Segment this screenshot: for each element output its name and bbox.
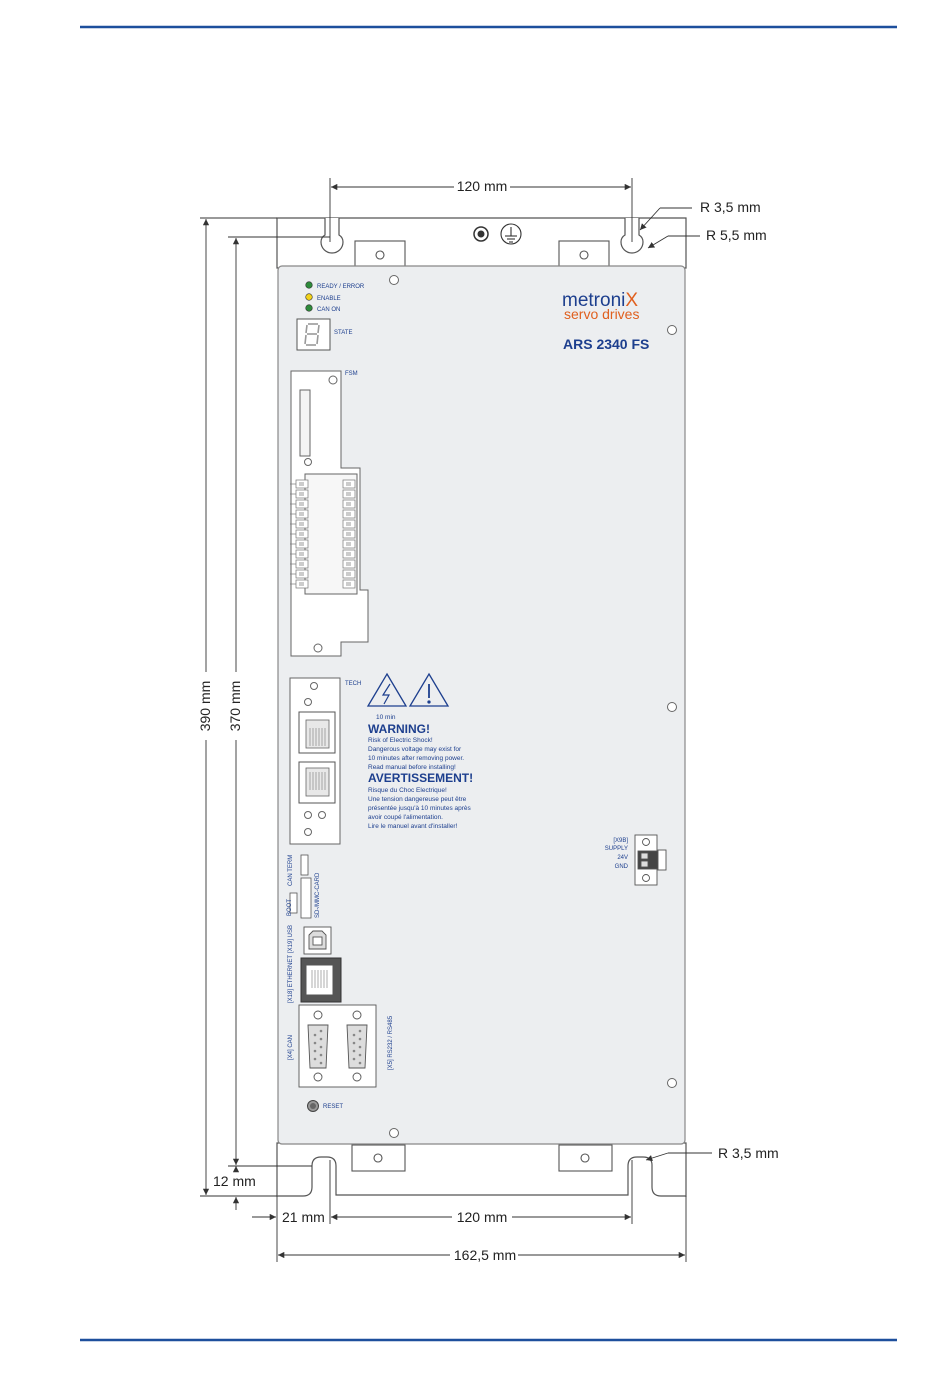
fsm-terminal-screw: [299, 542, 304, 546]
sd-card-label: SD-/MMC-CARD: [315, 872, 321, 918]
fsm-terminal-screw: [299, 552, 304, 556]
dim-height-total: [200, 217, 277, 1197]
warning-timer: 10 min: [376, 714, 396, 721]
keyhole-left: [320, 218, 344, 254]
can-term-label: CAN TERM: [288, 855, 294, 886]
tech-slot: [289, 677, 341, 845]
rs-port-label: [X5] RS232 / RS485: [388, 1015, 394, 1070]
led-can-on: [305, 304, 313, 312]
supply-24v-label: 24V: [617, 855, 628, 861]
boot-label: BOOT: [287, 899, 293, 916]
fsm-terminal-screw: [299, 492, 304, 496]
fsm-terminal-screw: [346, 562, 351, 566]
warning-heading-fr: AVERTISSEMENT!: [368, 771, 473, 785]
reset-label: RESET: [323, 1104, 343, 1110]
state-label: STATE: [334, 330, 352, 336]
warning-line: Dangerous voltage may exist for: [368, 746, 462, 753]
warning-line-fr: Lire le manuel avant d'installer!: [368, 823, 458, 830]
fsm-terminal-screw: [299, 512, 304, 516]
seven-segment-display: [296, 318, 331, 351]
dim-top-width-label: 120 mm: [457, 178, 508, 194]
protective-earth-icon: [500, 223, 522, 245]
dim-radius-top-small-label: R 3,5 mm: [700, 199, 761, 215]
fsm-terminal-block: [290, 479, 356, 589]
fsm-terminal-screw: [346, 532, 351, 536]
supply-port-label: [X9B]: [613, 838, 628, 844]
fsm-terminal-screw: [346, 542, 351, 546]
fsm-terminal-screw: [299, 502, 304, 506]
led-ready-error: [305, 281, 313, 289]
fsm-terminal-screw: [299, 572, 304, 576]
sd-card-slot: [300, 877, 312, 919]
radius-leaders-top: [639, 207, 700, 249]
radius-leader-bottom: [645, 1152, 712, 1162]
top-brackets: [354, 240, 610, 269]
fsm-terminal-screw: [346, 552, 351, 556]
ethernet-label: [X18] ETHERNET: [288, 955, 294, 1003]
dim-bottom-offset-label: 12 mm: [213, 1173, 256, 1189]
electric-shock-warning-icon: [366, 672, 408, 707]
fsm-terminal-screw: [299, 562, 304, 566]
fsm-terminal-screw: [346, 572, 351, 576]
dim-height-inner-label: 370 mm: [227, 681, 243, 732]
bottom-brackets: [351, 1144, 613, 1172]
warning-line-fr: présentée jusqu'à 10 minutes après: [368, 805, 472, 812]
brand-name: metroniX: [562, 290, 638, 311]
can-dsub-port: [307, 1024, 329, 1069]
dim-radius-top-large-label: R 5,5 mm: [706, 227, 767, 243]
can-port-label: [X4] CAN: [288, 1035, 294, 1060]
dim-overall-width-label: 162,5 mm: [454, 1247, 516, 1263]
fsm-terminal-screw: [299, 532, 304, 536]
supply-gnd-label: GND: [615, 864, 629, 870]
fsm-label: FSM: [345, 371, 358, 377]
can-term-switch: [300, 854, 309, 876]
led-ready-error-label: READY / ERROR: [317, 284, 365, 290]
tech-rj45-lower: [298, 761, 336, 804]
ground-terminal-icon: [473, 226, 489, 242]
fsm-terminal-screw: [346, 522, 351, 526]
led-can-on-label: CAN ON: [317, 307, 340, 313]
usb-port: [303, 926, 332, 955]
warning-line: Risk of Electric Shock!: [368, 737, 433, 744]
fsm-terminal-screw: [346, 582, 351, 586]
tech-rj45-upper: [298, 711, 336, 754]
ethernet-port: [300, 957, 342, 1003]
panel-screws: [389, 275, 677, 1138]
fsm-terminal-screw: [299, 522, 304, 526]
model-name: ARS 2340 FS: [563, 336, 649, 352]
fsm-terminal-screw: [346, 482, 351, 486]
led-enable-label: ENABLE: [317, 296, 341, 302]
dim-left-offset-label: 21 mm: [282, 1209, 325, 1225]
dim-bottom-widths: [252, 1160, 687, 1262]
general-warning-icon: [408, 672, 450, 707]
led-enable: [305, 293, 313, 301]
dim-height-total-label: 390 mm: [197, 681, 213, 732]
usb-label: [X19] USB: [288, 925, 294, 953]
boot-switch: [289, 892, 298, 914]
front-panel: [277, 265, 686, 1145]
warning-line: Read manual before installing!: [368, 764, 456, 771]
warning-line: 10 minutes after removing power.: [368, 755, 464, 762]
dim-radius-bottom-label: R 3,5 mm: [718, 1145, 779, 1161]
dim-bottom-width-label: 120 mm: [457, 1209, 508, 1225]
warning-heading: WARNING!: [368, 722, 430, 736]
reset-button: [307, 1100, 319, 1112]
fsm-terminal-screw: [346, 492, 351, 496]
fsm-terminal-screw: [299, 482, 304, 486]
fsm-terminal-screw: [299, 582, 304, 586]
warning-line-fr: Une tension dangereuse peut être: [368, 796, 467, 803]
brand-tagline: servo drives: [564, 306, 639, 322]
dim-height-inner: [228, 236, 330, 1167]
dim-top-width: [329, 178, 633, 242]
tech-label: TECH: [345, 681, 361, 687]
warning-line-fr: avoir coupé l'alimentation.: [368, 814, 443, 821]
supply-connector: [634, 834, 667, 886]
warning-line-fr: Risque du Choc Electrique!: [368, 787, 447, 794]
supply-name-label: SUPPLY: [605, 846, 628, 852]
rs-dsub-port: [346, 1024, 368, 1069]
fsm-terminal-screw: [346, 512, 351, 516]
fsm-terminal-screw: [346, 502, 351, 506]
